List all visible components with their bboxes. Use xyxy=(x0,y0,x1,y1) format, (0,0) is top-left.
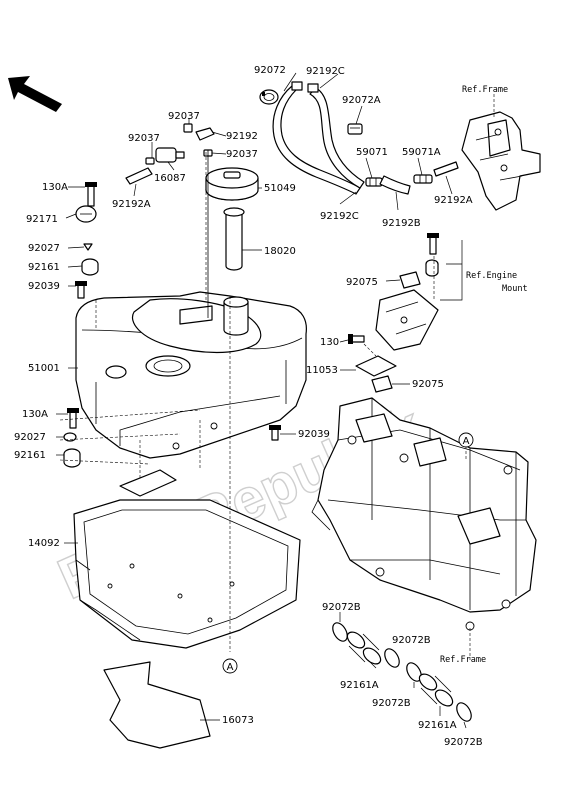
label-92192B: 92192B xyxy=(382,218,421,229)
frame-assembly xyxy=(311,397,537,631)
filter-16087 xyxy=(155,147,185,163)
ref-engine-mount-line1: Ref.Engine xyxy=(466,271,517,281)
label-92072-top: 92072 xyxy=(254,65,286,76)
front-direction-arrow xyxy=(8,76,62,112)
tray-rear-plate xyxy=(119,469,177,497)
label-92075-lower: 92075 xyxy=(412,379,444,390)
ref-frame-top: Ref.Frame xyxy=(462,85,508,95)
fitting-59071A xyxy=(413,174,433,184)
label-59071A: 59071A xyxy=(402,147,441,158)
label-92171: 92171 xyxy=(26,214,58,225)
label-92192A-left: 92192A xyxy=(112,199,151,210)
bolt-92039-top xyxy=(75,281,87,299)
label-92027-top: 92027 xyxy=(28,243,60,254)
label-92072B-d: 92072B xyxy=(444,737,483,748)
label-92039-top: 92039 xyxy=(28,281,60,292)
vent-hose-clamp-92072 xyxy=(259,89,279,105)
label-92161-lower: 92161 xyxy=(14,450,46,461)
sleeve-92161A-b xyxy=(418,673,454,707)
part-labels: 92072 92192C 92072A 92037 92192 92037 92… xyxy=(14,65,483,748)
bolt-92039-right xyxy=(269,425,281,441)
rubber-92075-lower xyxy=(371,375,393,393)
mount-bracket xyxy=(375,289,439,351)
label-51001: 51001 xyxy=(28,363,60,374)
reference-labels: Ref.Frame Ref.Engine Mount Ref.Frame xyxy=(440,85,528,665)
hose-92192B xyxy=(379,175,411,195)
clip-92072B-b xyxy=(384,648,400,668)
svg-text:A: A xyxy=(227,662,234,673)
label-16087: 16087 xyxy=(154,173,186,184)
bolt-130-mount xyxy=(348,334,365,344)
hose-92192A-left xyxy=(125,167,153,185)
label-92037-c: 92037 xyxy=(226,149,258,160)
hose-92192A-right xyxy=(433,161,459,177)
label-92072B-b: 92072B xyxy=(392,635,431,646)
fuel-tank-51001 xyxy=(75,291,307,459)
bolt-130A-top xyxy=(85,182,97,207)
label-92037-a: 92037 xyxy=(168,111,200,122)
ref-frame-bracket-top xyxy=(461,111,541,211)
ref-frame-bottom: Ref.Frame xyxy=(440,655,486,665)
label-14092: 14092 xyxy=(28,538,60,549)
marker-a-bottom: A xyxy=(222,658,238,674)
label-16073: 16073 xyxy=(222,715,254,726)
label-92039-right: 92039 xyxy=(298,429,330,440)
clip-92037-b xyxy=(183,123,193,133)
label-92192: 92192 xyxy=(226,131,258,142)
label-92161A-a: 92161A xyxy=(340,680,379,691)
label-92192A-right: 92192A xyxy=(434,195,473,206)
label-92161-top: 92161 xyxy=(28,262,60,273)
bolt-engine-mount xyxy=(427,233,439,255)
clip-92072B-a xyxy=(332,622,348,642)
tank-tray-14092 xyxy=(73,499,301,649)
bolt-130A-lower xyxy=(67,408,79,429)
grommet-92161-top xyxy=(81,258,99,276)
washer-92027-top xyxy=(83,243,93,251)
label-92027-lower: 92027 xyxy=(14,432,46,443)
rubber-92075-top xyxy=(399,271,421,289)
label-92161A-b: 92161A xyxy=(418,720,457,731)
marker-a-right: A xyxy=(458,432,474,448)
label-92037-b: 92037 xyxy=(128,133,160,144)
clip-92072B-c xyxy=(406,662,422,682)
svg-text:A: A xyxy=(463,436,470,447)
label-130A-top: 130A xyxy=(42,182,68,193)
leader-lines xyxy=(56,72,495,729)
fitting-92192 xyxy=(195,127,215,141)
clamp-92072A xyxy=(347,123,363,135)
ref-engine-mount-line2: Mount xyxy=(502,284,528,294)
fitting-59071 xyxy=(365,177,383,187)
vent-hose-92192C xyxy=(272,81,365,195)
clip-92037-a xyxy=(145,157,155,165)
filler-neck-18020 xyxy=(223,207,245,271)
label-130: 130 xyxy=(320,337,339,348)
label-11053: 11053 xyxy=(306,365,338,376)
label-92075-top: 92075 xyxy=(346,277,378,288)
label-92192C-lower: 92192C xyxy=(320,211,359,222)
label-59071: 59071 xyxy=(356,147,388,158)
label-92192C-top: 92192C xyxy=(306,66,345,77)
label-92072B-a: 92072B xyxy=(322,602,361,613)
label-51049: 51049 xyxy=(264,183,296,194)
label-92072A: 92072A xyxy=(342,95,381,106)
label-18020: 18020 xyxy=(264,246,296,257)
plate-11053 xyxy=(355,355,397,377)
spacer-engine-mount xyxy=(425,259,439,277)
label-130A-lower: 130A xyxy=(22,409,48,420)
label-92072B-c: 92072B xyxy=(372,698,411,709)
fuel-cap-51049 xyxy=(205,167,259,201)
pad-16073 xyxy=(103,661,211,749)
band-92171 xyxy=(75,205,97,223)
clip-92072B-d xyxy=(456,702,472,722)
sleeve-92161A-a xyxy=(346,631,382,665)
grommet-92161-lower xyxy=(63,448,81,468)
